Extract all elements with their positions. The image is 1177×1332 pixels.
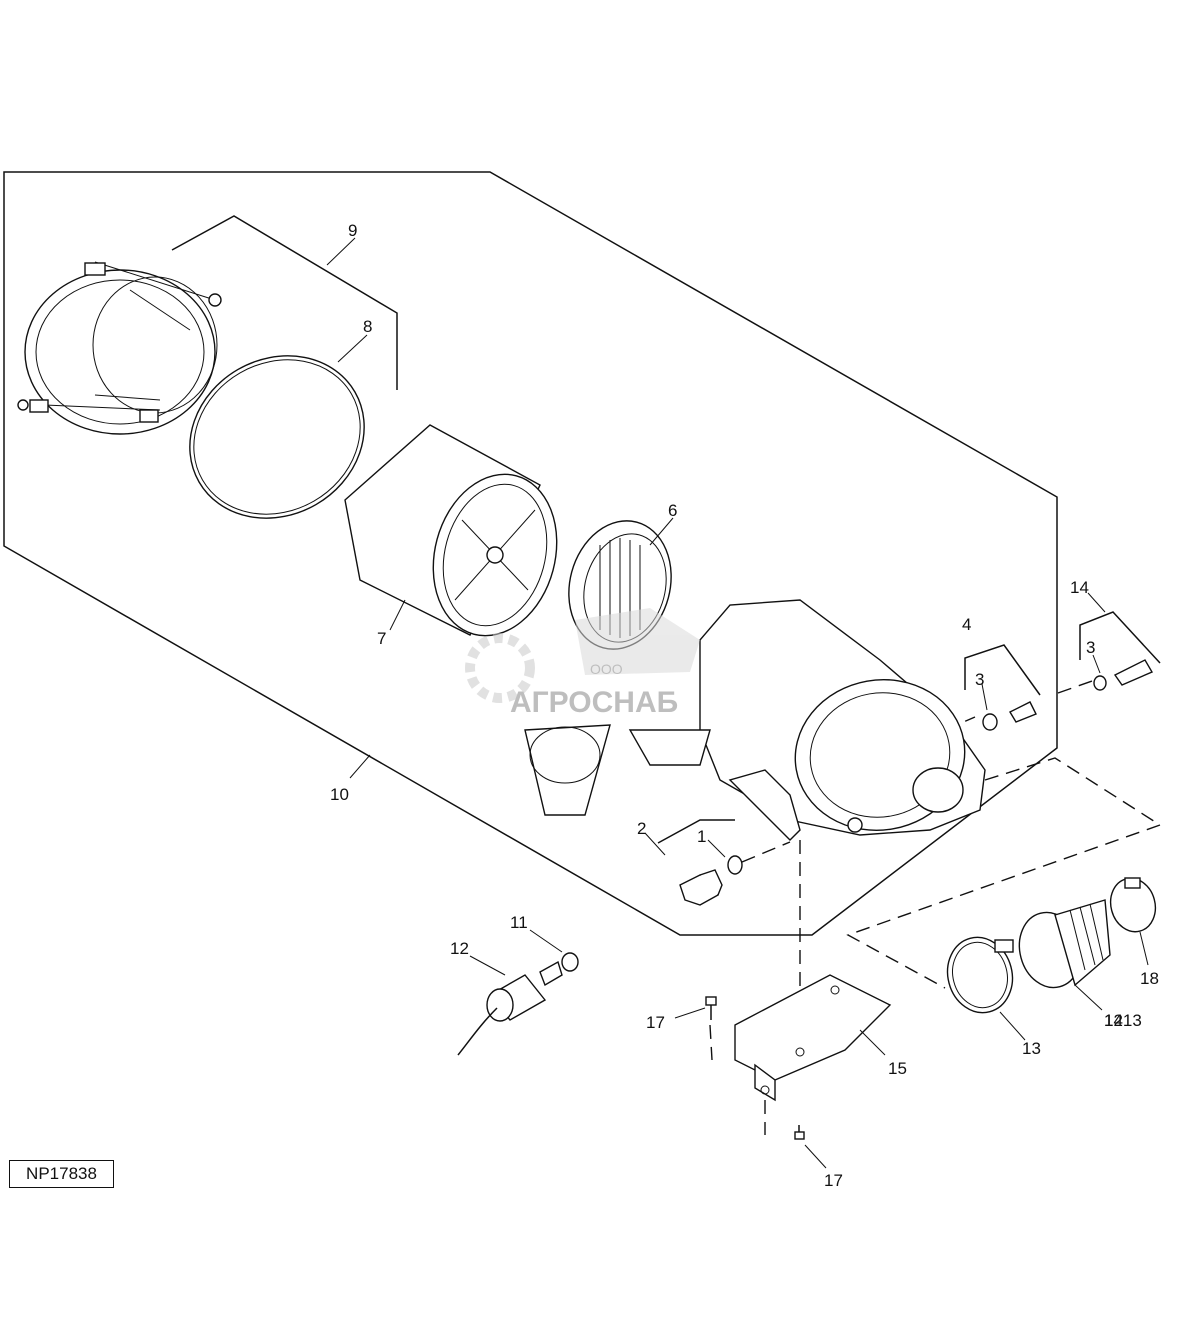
- callout-label: 11: [510, 913, 528, 932]
- o-ring-part-1: [727, 855, 743, 875]
- callout-label: 6: [668, 501, 677, 520]
- dash-line-drain: [741, 841, 791, 863]
- callout-label: 2: [637, 819, 646, 838]
- hose-part-14: [1018, 899, 1111, 989]
- dash-line-cap: [1057, 679, 1096, 694]
- figure-id: NP17838: [9, 1160, 114, 1188]
- assembly-bracket-outline: [3, 171, 1058, 936]
- callout-label: 4: [962, 615, 971, 634]
- callout-label: 1213: [1104, 1011, 1142, 1030]
- clamp-part-18: [1109, 877, 1157, 933]
- o-ring-part-11: [561, 952, 579, 972]
- bolt-part-17-top: [705, 996, 717, 1020]
- gasket-part-8: [189, 355, 365, 519]
- callout-label: 3: [975, 670, 984, 689]
- callout-label: 17: [646, 1013, 665, 1032]
- callout-label: 10: [330, 785, 349, 804]
- callout-label: 13: [1022, 1039, 1041, 1058]
- filter-element-part-7: [344, 424, 558, 637]
- cover-part-9: [17, 261, 222, 435]
- housing-body: [524, 599, 986, 841]
- clamp-part-13: [946, 936, 1014, 1014]
- bracket-15: [1079, 611, 1161, 664]
- callout-label: 7: [377, 629, 386, 648]
- callout-label: 15: [888, 1059, 907, 1078]
- cap-part-15: [1113, 659, 1154, 686]
- callout-label: 18: [1140, 969, 1159, 988]
- fitting-part-2: [679, 869, 723, 906]
- callout-label: 17: [824, 1171, 843, 1190]
- leader-lines: [326, 237, 1149, 1169]
- port-part-4: [1009, 701, 1037, 723]
- callout-label: 14: [1104, 1011, 1123, 1030]
- o-ring-part-3b: [1093, 675, 1107, 691]
- sensor-part-12: [457, 960, 563, 1056]
- watermark-prefix: ООО: [590, 661, 623, 677]
- dash-line-bolt-top: [709, 1024, 713, 1061]
- bracket-2: [657, 819, 735, 844]
- callout-label: 9: [348, 221, 357, 240]
- callout-label: 12: [450, 939, 469, 958]
- bracket-part-16: [734, 974, 892, 1102]
- watermark-logo: ООО АГРОСНАБ: [465, 608, 700, 719]
- dash-line-clamps: [846, 824, 1161, 989]
- callout-label: 3: [1086, 638, 1095, 657]
- o-ring-part-3a: [982, 713, 998, 731]
- watermark-brand: АГРОСНАБ: [510, 686, 678, 719]
- callout-label: 8: [363, 317, 372, 336]
- callout-label: 14: [1070, 578, 1089, 597]
- bolt-part-17-bottom: [794, 1125, 805, 1140]
- bracket-9: [171, 215, 398, 390]
- bracket-4: [964, 644, 1041, 696]
- callout-label: 1: [697, 827, 706, 846]
- dash-line-hose: [984, 757, 1161, 826]
